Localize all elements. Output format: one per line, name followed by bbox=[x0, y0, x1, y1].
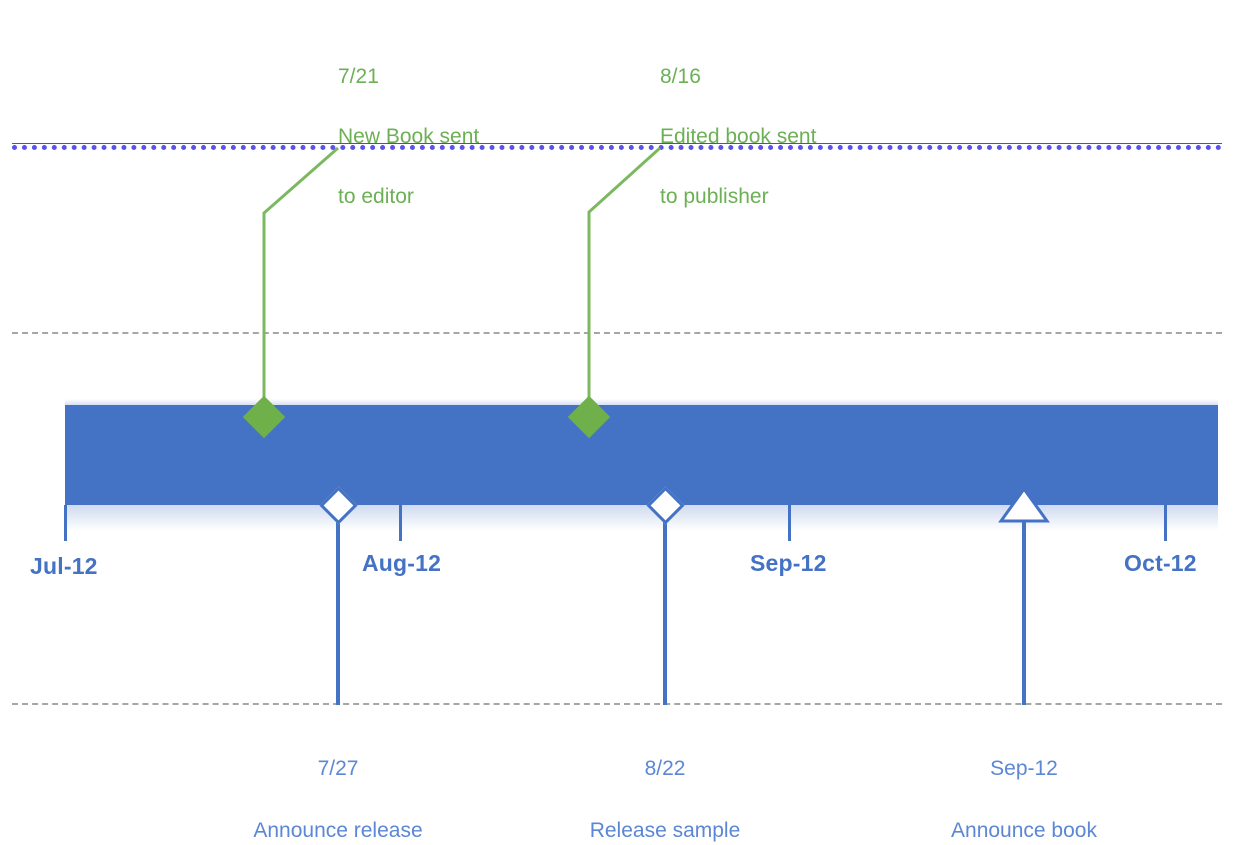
timeline-bar bbox=[65, 405, 1218, 505]
milestone-above-label-0: 7/21 New Book sent to editor bbox=[338, 32, 479, 242]
timeline-bar-shadow bbox=[65, 505, 1218, 531]
milestone-below-label-0: 7/27 Announce release date on blog bbox=[88, 722, 588, 845]
axis-tick-sep bbox=[788, 505, 791, 541]
milestone-below-label-1: 8/22 Release sample chapter on blog bbox=[415, 722, 915, 845]
milestone-below-label-2: Sep-12 Announce book tour schedule on bl… bbox=[774, 722, 1234, 845]
milestone-below-date-0: 7/27 bbox=[317, 757, 359, 780]
milestone-stem-0 bbox=[336, 505, 340, 705]
milestone-stem-1 bbox=[663, 505, 667, 705]
milestone-above-line1-1: Edited book sent bbox=[660, 125, 817, 148]
milestone-above-line2-1: to publisher bbox=[660, 185, 769, 208]
axis-label-aug: Aug-12 bbox=[362, 550, 442, 576]
milestone-below-line1-0: Announce release bbox=[253, 819, 423, 842]
axis-tick-aug bbox=[399, 505, 402, 541]
milestone-above-line2-0: to editor bbox=[338, 185, 414, 208]
leader-line-milestone-816 bbox=[587, 146, 662, 412]
timeline-bar-top-highlight bbox=[65, 399, 1218, 405]
axis-label-oct: Oct-12 bbox=[1124, 550, 1197, 576]
axis-tick-jul bbox=[64, 505, 67, 541]
axis-label-jul: Jul-12 bbox=[30, 553, 98, 579]
milestone-above-line1-0: New Book sent bbox=[338, 125, 480, 148]
milestone-stem-2 bbox=[1022, 520, 1026, 705]
bottom-guide-dashed-line bbox=[12, 703, 1222, 705]
top-guide-solid-line bbox=[12, 143, 1222, 144]
milestone-below-line1-2: Announce book bbox=[951, 819, 1097, 842]
milestone-above-date-0: 7/21 bbox=[338, 65, 379, 88]
milestone-above-label-1: 8/16 Edited book sent to publisher bbox=[660, 32, 816, 242]
leader-line-milestone-721 bbox=[262, 146, 339, 412]
axis-label-sep: Sep-12 bbox=[750, 550, 827, 576]
axis-tick-oct bbox=[1164, 505, 1167, 541]
top-guide-dotted-line bbox=[12, 145, 1222, 150]
middle-guide-dashed-line bbox=[12, 332, 1222, 334]
milestone-below-line1-1: Release sample bbox=[589, 819, 741, 842]
milestone-below-date-1: 8/22 bbox=[644, 757, 686, 780]
milestone-below-date-2: Sep-12 bbox=[990, 757, 1058, 780]
milestone-above-date-1: 8/16 bbox=[660, 65, 701, 88]
